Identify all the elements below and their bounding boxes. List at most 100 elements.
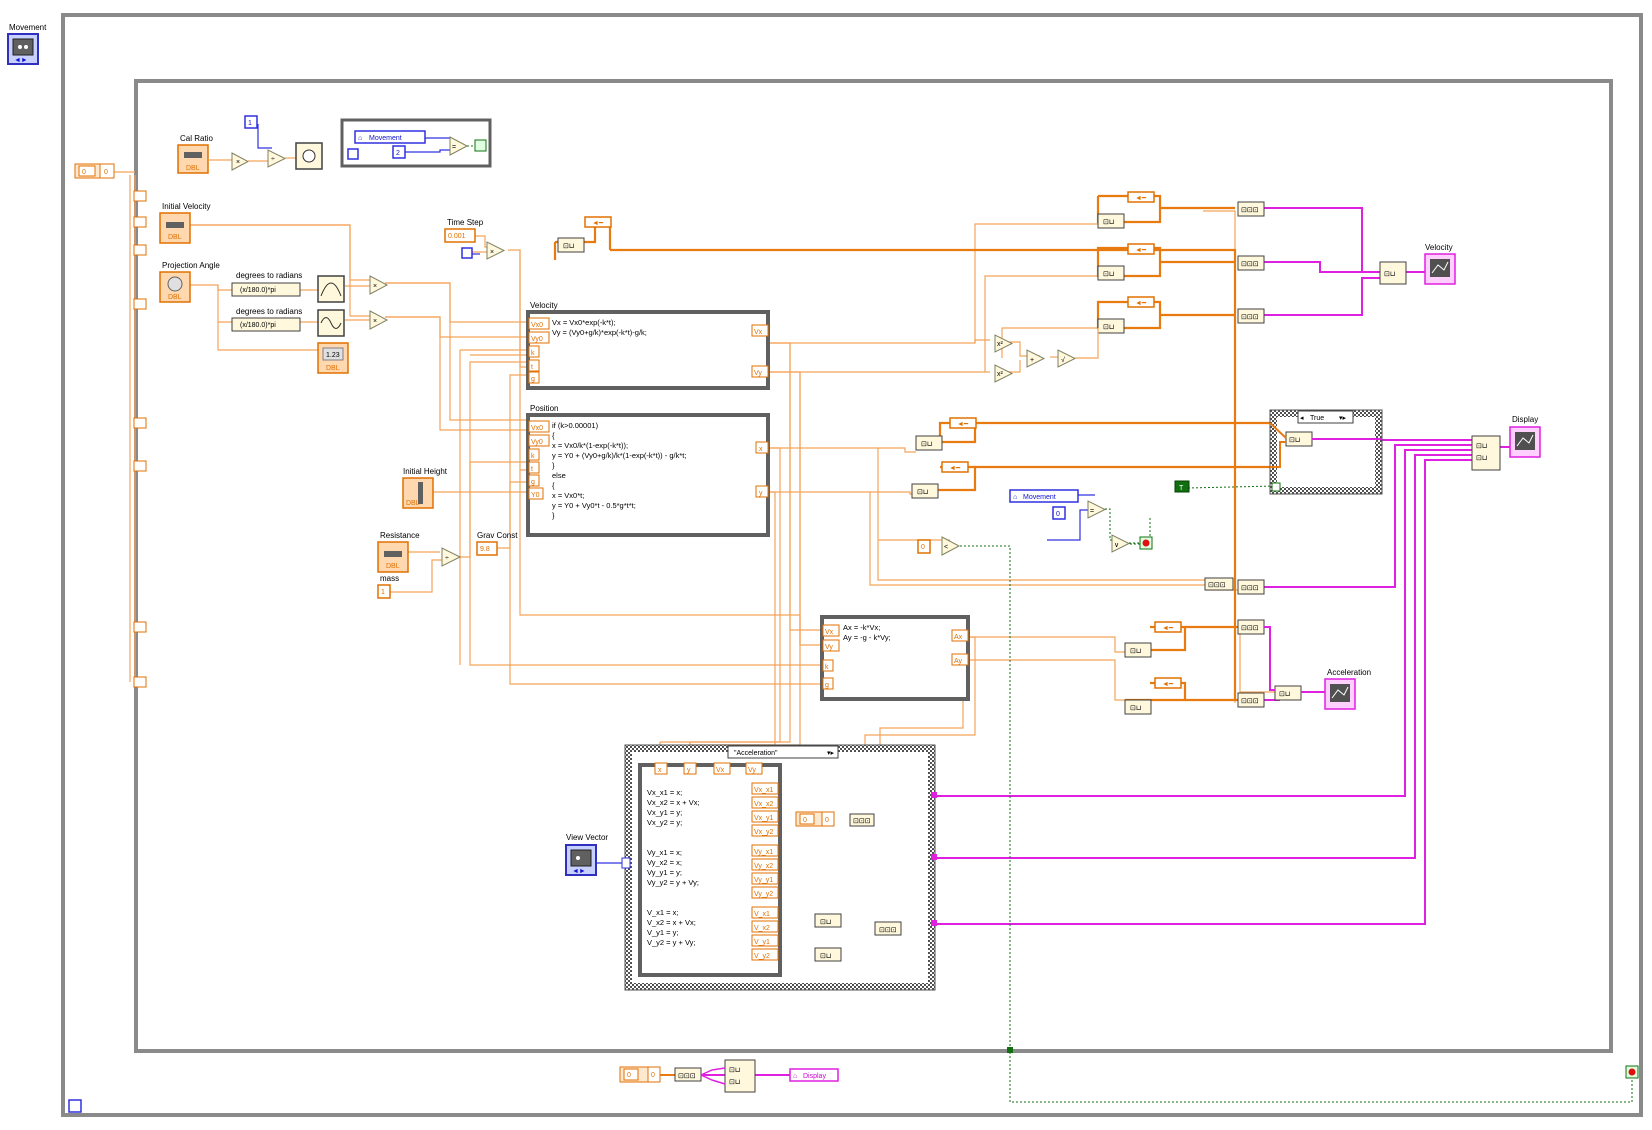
svg-text:y: y [759,490,763,497]
svg-text:}: } [552,511,555,520]
less-compare-node[interactable]: < [941,536,961,556]
projection-angle-control[interactable]: DBL [159,271,191,303]
build-array-y[interactable]: ⊡⊔ [911,483,939,499]
grav-const-constant[interactable]: 9.8 [476,541,498,556]
svg-text:⊡⊔: ⊡⊔ [1279,691,1290,698]
multiply-node-t[interactable]: × [486,241,506,260]
bundle-r3[interactable]: ⊡⊡⊡ [1237,308,1265,324]
shift-node-r2[interactable]: ◄━ [1127,243,1155,255]
accel-case-selector[interactable]: "Acceleration" ▾▸ [727,745,839,759]
velocity-inputs: Vx0 Vy0 k t g [528,317,550,384]
build-array-ay[interactable]: ⊡⊔ [1124,699,1152,715]
const-zero-compare[interactable]: 0 [917,539,931,554]
svg-text:1.23: 1.23 [326,352,340,359]
build-array-velocity[interactable]: ⊡⊔ [1379,261,1407,285]
resistance-control[interactable]: DBL [377,541,409,573]
acceleration-graph-indicator [1324,678,1356,710]
shift-node-r3[interactable]: ◄━ [1127,296,1155,308]
movement-local-2[interactable]: ⌂ Movement [1009,489,1079,503]
array-constant-bottom[interactable]: 0 0 [619,1066,661,1083]
square-node-2[interactable]: x² [994,364,1014,383]
svg-text:⊡⊔: ⊡⊔ [563,243,574,250]
iteration-terminal-2 [461,247,473,259]
svg-text:0: 0 [104,169,108,176]
build-array-r3[interactable]: ⊡⊔ [1097,318,1125,334]
build-array-display[interactable]: ⊡⊔ ⊡⊔ [1471,435,1501,471]
build-array-bottom[interactable]: ⊡⊔ ⊡⊔ [724,1059,756,1093]
shift-node-ay[interactable]: ◄━ [1154,677,1182,689]
build-array-x[interactable]: ⊡⊔ [915,435,943,451]
bool-true-constant[interactable]: T [1174,480,1190,493]
bundle-inner-4[interactable]: ⊡⊡⊡ [874,921,902,936]
sine-node[interactable] [317,309,345,337]
equal-compare-node-2[interactable]: = [1087,500,1107,519]
svg-text:k: k [531,350,535,357]
cal-ratio-control[interactable]: DBL [177,144,209,174]
svg-text:×: × [373,283,377,290]
bundle-ax[interactable]: ⊡⊡⊡ [1237,619,1265,635]
svg-text:Display: Display [803,1073,826,1080]
movement-local-1[interactable]: ⌂ Movement [354,130,426,144]
const-two[interactable] [392,145,406,159]
sqrt-node[interactable]: √ [1057,349,1077,368]
bundle-inner-3[interactable]: ⊡⊔ [814,947,842,962]
bundle-inner-1[interactable]: ⊡⊡⊡ [849,813,875,827]
array-constant-top[interactable]: 0 0 [74,163,115,179]
view-vector-control[interactable]: ◄► [565,844,597,876]
cosine-node[interactable] [317,275,345,303]
or-node[interactable]: ∨ [1111,534,1131,553]
mass-constant[interactable]: 1 [377,584,391,599]
bundle-true-case[interactable]: ⊡⊔ [1285,431,1313,447]
shift-node-x[interactable]: ◄━ [949,417,977,429]
formula-node-1[interactable]: (x/180.0)*pi [231,282,301,297]
bundle-r1[interactable]: ⊡⊡⊡ [1237,201,1265,217]
bundle-bottom[interactable]: ⊡⊡⊡ [674,1067,702,1082]
velocity-formula-node[interactable]: Vx = Vx0*exp(-k*t); Vy = (Vy0+g/k)*exp(-… [526,310,770,390]
multiply-node[interactable]: × [231,152,250,171]
shift-node-top[interactable]: ◄━ [584,216,612,228]
movement-control[interactable]: ◄► [7,33,39,65]
multiply-node-vx[interactable]: × [369,275,389,295]
display-local-variable[interactable]: ⌂ Display [789,1068,839,1082]
const-zero-blue[interactable]: 0 [1052,506,1066,520]
const-one-text: 1 [248,120,252,127]
build-array-top[interactable]: ⊡⊔ [557,237,585,253]
bundle-ay[interactable]: ⊡⊡⊡ [1237,692,1265,708]
array-constant-inner[interactable]: 0 0 [795,811,835,827]
bundle-xy[interactable]: ⊡⊡⊡ [1237,579,1265,595]
wait-ms-node[interactable] [295,142,323,170]
time-step-constant[interactable]: 0.001 [444,228,476,243]
build-array-ax[interactable]: ⊡⊔ [1124,642,1152,658]
divide-node-k[interactable]: ÷ [441,547,462,567]
build-array-r1[interactable]: ⊡⊔ [1097,213,1125,229]
stop-button-inner[interactable] [1139,536,1153,550]
svg-text:Vy_x2: Vy_x2 [754,863,773,870]
initial-height-control[interactable]: DBL [402,477,434,509]
square-node-1[interactable]: x² [994,334,1014,353]
svg-text:0: 0 [651,1072,655,1079]
build-array-r2[interactable]: ⊡⊔ [1097,265,1125,281]
iteration-terminal-1 [347,148,359,160]
shift-node-ax[interactable]: ◄━ [1154,621,1182,633]
true-case-selector[interactable]: ◂ True ▾▸ [1297,410,1354,424]
equal-compare-node-1[interactable]: = [449,136,469,156]
svg-text:{: { [552,481,555,490]
initial-velocity-control[interactable]: DBL [159,212,191,244]
shift-node-y[interactable]: ◄━ [941,461,969,473]
true-case-structure[interactable] [1269,409,1383,495]
build-array-accel[interactable]: ⊡⊔ [1274,685,1302,701]
add-node[interactable]: + [1026,349,1046,368]
svg-text:0: 0 [803,817,807,824]
divide-node[interactable]: ÷ [267,149,287,168]
acceleration-formula-node[interactable]: Ax = -k*Vx; Ay = -g - k*Vy; [820,615,970,701]
const-one[interactable] [244,115,258,129]
svg-text:x = Vx0/k*(1-exp(-k*t));: x = Vx0/k*(1-exp(-k*t)); [552,441,628,450]
bundle-r2[interactable]: ⊡⊡⊡ [1237,255,1265,271]
bundle-xy-array[interactable]: ⊡⊡⊡ [1204,577,1234,591]
multiply-node-vy[interactable]: × [369,310,389,330]
svg-text:DBL: DBL [386,563,400,570]
formula-node-2[interactable]: (x/180.0)*pi [231,317,301,332]
position-formula-node[interactable]: if (k>0.00001) { x = Vx0/k*(1-exp(-k*t))… [526,413,770,537]
shift-node-r1[interactable]: ◄━ [1127,191,1155,203]
bundle-inner-2[interactable]: ⊡⊔ [814,913,842,928]
